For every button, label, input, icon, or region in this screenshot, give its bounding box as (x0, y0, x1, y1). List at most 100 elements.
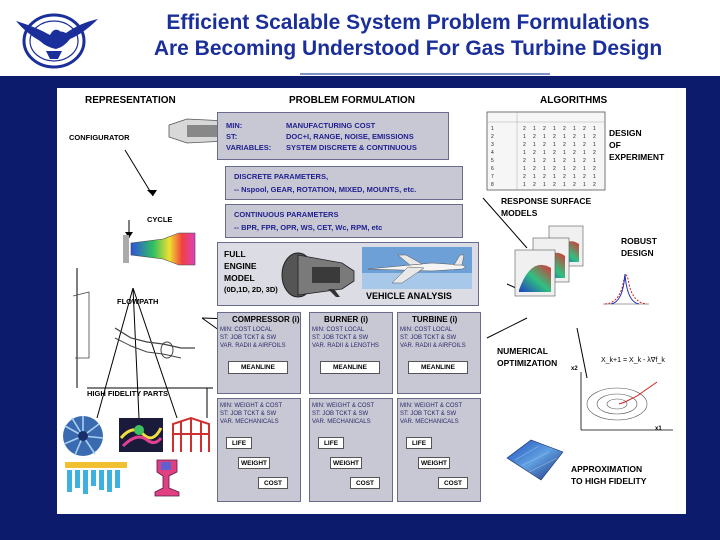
doe-cell: 2 (583, 158, 586, 164)
burner-st: ST: JOB TCKT & SW (312, 335, 369, 341)
doe-cell: 2 (563, 142, 566, 148)
full-engine-line-4: (0D,1D, 2D, 3D) (224, 285, 278, 294)
doe-cell: 1 (533, 174, 536, 180)
aircraft-image-icon (362, 247, 472, 289)
discrete-parameters-box: DISCRETE PARAMETERS, -- Nspool, GEAR, RO… (225, 166, 463, 200)
doe-cell: 2 (543, 142, 546, 148)
doe-row-number: 5 (491, 158, 494, 164)
compressor-min2: MIN: WEIGHT & COST (220, 403, 283, 409)
st-value: DOC+I, RANGE, NOISE, EMISSIONS (286, 132, 414, 141)
doe-cell: 1 (523, 166, 526, 172)
full-engine-model-box: FULL ENGINE MODEL (0D,1D, 2D, 3D) VEHICL… (217, 242, 479, 306)
doe-cell: 1 (543, 150, 546, 156)
doe-cell: 1 (523, 150, 526, 156)
numopt-line-2: OPTIMIZATION (497, 358, 558, 368)
doe-row-number: 3 (491, 142, 494, 148)
slide-header: Efficient Scalable System Problem Formul… (0, 0, 720, 76)
turbine-min: MIN: COST LOCAL (400, 327, 453, 333)
var-key: VARIABLES: (226, 143, 272, 152)
burner-life-button[interactable]: LIFE (318, 437, 344, 449)
doe-cell: 2 (533, 182, 536, 188)
doe-line-3: EXPERIMENT (609, 152, 665, 162)
doe-row-number: 7 (491, 174, 494, 180)
st-key: ST: (226, 132, 238, 141)
doe-line-1: DESIGN (609, 128, 642, 138)
doe-cell: 2 (533, 166, 536, 172)
full-engine-line-3: MODEL (224, 273, 255, 283)
discrete-title: DISCRETE PARAMETERS, (234, 172, 329, 181)
turbine-var: VAR. RADII & AIRFOILS (400, 343, 466, 349)
doe-cell: 1 (573, 126, 576, 132)
robust-distribution-plot (603, 273, 649, 305)
doe-cell: 2 (553, 166, 556, 172)
doe-cell: 2 (543, 158, 546, 164)
cycle-gradient-icon (123, 232, 196, 266)
compressor-min: MIN: COST LOCAL (220, 327, 273, 333)
burner-min: MIN: COST LOCAL (312, 327, 365, 333)
doe-cell: 1 (593, 126, 596, 132)
compressor-title: COMPRESSOR (i) (232, 315, 300, 324)
numopt-line-1: NUMERICAL (497, 346, 548, 356)
turbine-meanline-button[interactable]: MEANLINE (408, 361, 468, 374)
doe-cell: 1 (573, 158, 576, 164)
doe-cell: 1 (533, 142, 536, 148)
flowpath-label: FLOWPATH (117, 297, 159, 306)
doe-cell: 1 (553, 174, 556, 180)
doe-cell: 1 (583, 134, 586, 140)
doe-cell: 2 (563, 158, 566, 164)
compressor-meanline-button[interactable]: MEANLINE (228, 361, 288, 374)
approximation-line-2: TO HIGH FIDELITY (571, 476, 647, 486)
discrete-list: -- Nspool, GEAR, ROTATION, MIXED, MOUNTS… (234, 185, 417, 194)
doe-cell: 1 (553, 142, 556, 148)
robust-line-1: ROBUST (621, 236, 657, 246)
doe-cell: 2 (583, 174, 586, 180)
doe-line-2: OF (609, 140, 621, 150)
doe-cell: 1 (563, 134, 566, 140)
doe-cell: 2 (533, 134, 536, 140)
doe-cell: 1 (563, 166, 566, 172)
doe-cell: 2 (563, 174, 566, 180)
turbine-cost-button[interactable]: COST (438, 477, 468, 489)
continuous-parameters-box: CONTINUOUS PARAMETERS -- BPR, FPR, OPR, … (225, 204, 463, 238)
burner-weight-button[interactable]: WEIGHT (330, 457, 362, 469)
doe-cell: 2 (523, 174, 526, 180)
doe-cell: 1 (553, 126, 556, 132)
doe-cell: 2 (573, 166, 576, 172)
doe-row-number: 2 (491, 134, 494, 140)
blade-row-icon (65, 462, 127, 494)
doe-cell: 2 (593, 134, 596, 140)
approximation-surface (506, 439, 564, 481)
min-value: MANUFACTURING COST (286, 121, 376, 130)
doe-cell: 1 (533, 126, 536, 132)
turbine-life-button[interactable]: LIFE (406, 437, 432, 449)
compressor-st: ST: JOB TCKT & SW (220, 335, 277, 341)
flowpath-sketch (72, 291, 195, 359)
doe-cell: 2 (583, 142, 586, 148)
fan-blade-icon (63, 416, 104, 456)
update-formula: X_k+1 = X_k - λ∇f_k (601, 357, 665, 364)
response-surface-plots (514, 225, 584, 297)
compressor-life-button[interactable]: LIFE (226, 437, 252, 449)
var-value: SYSTEM DISCRETE & CONTINUOUS (286, 143, 417, 152)
burner-meanline-button[interactable]: MEANLINE (320, 361, 380, 374)
turbine-weight-button[interactable]: WEIGHT (418, 457, 450, 469)
doe-cell: 1 (593, 142, 596, 148)
burner-min2: MIN: WEIGHT & COST (312, 403, 375, 409)
doe-cell: 1 (583, 182, 586, 188)
doe-row-number: 8 (491, 182, 494, 188)
compressor-cost-button[interactable]: COST (258, 477, 288, 489)
doe-cell: 2 (593, 150, 596, 156)
axis-x2-label: x2 (571, 366, 578, 372)
burner-cost-button[interactable]: COST (350, 477, 380, 489)
title-line-2: Are Becoming Understood For Gas Turbine … (153, 37, 663, 60)
vehicle-analysis-label: VEHICLE ANALYSIS (366, 291, 452, 301)
burner-var: VAR. RADII & LENGTHS (312, 343, 379, 349)
burner-var2: VAR. MECHANICALS (312, 419, 371, 425)
cycle-label: CYCLE (147, 215, 173, 224)
compressor-weight-button[interactable]: WEIGHT (238, 457, 270, 469)
doe-cell: 2 (573, 182, 576, 188)
full-engine-line-2: ENGINE (224, 261, 257, 271)
